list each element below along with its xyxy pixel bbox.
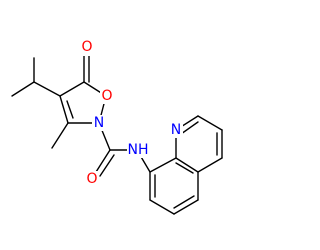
bond-c3-methyl: [51, 122, 69, 149]
bond-q-c2-c3: [197, 115, 223, 131]
svg-text:O: O: [101, 88, 112, 104]
bond-q-c7-c6: [149, 199, 175, 215]
bond-carbonyl-c-amide-o-inner: [99, 154, 115, 177]
bond-isopropyl-ch-to-methyl-left: [11, 81, 35, 97]
bond-q-c6-c5-inner: [173, 195, 195, 209]
atom-quinoline-nitrogen: N: [169, 122, 183, 138]
bond-q-c4-c4a: [197, 157, 223, 173]
svg-text:O: O: [81, 39, 92, 55]
bond-c4-c5: [59, 81, 85, 97]
atom-carbonyl-oxygen: O: [80, 39, 94, 56]
bond-q-c6-c5: [173, 199, 199, 215]
atom-ring-nitrogen: N: [92, 115, 106, 131]
bond-c3-c4-inner: [66, 100, 74, 119]
atom-amide-oxygen: O: [85, 171, 99, 187]
svg-text:N: N: [94, 115, 104, 131]
bond-q-c4a-c8a: [175, 157, 199, 173]
bond-carbonyl-c-amide-o-outer: [95, 149, 111, 173]
bond-isopropyl-ch-to-ring-c4: [33, 81, 61, 97]
atom-ring-oxygen: O: [100, 88, 114, 104]
bond-c3-c4-outer: [59, 95, 69, 124]
svg-text:N: N: [171, 122, 181, 138]
molecule-structure-diagram: O O N O NH N: [11, 39, 223, 215]
svg-text:NH: NH: [128, 142, 149, 158]
atom-amide-nh: NH: [127, 142, 149, 158]
bond-q-c4a-c8a-inner: [175, 162, 194, 174]
svg-text:O: O: [86, 171, 97, 187]
bond-q-c8-c8a: [149, 157, 177, 173]
bond-q-n1-c2-inner: [180, 121, 199, 135]
